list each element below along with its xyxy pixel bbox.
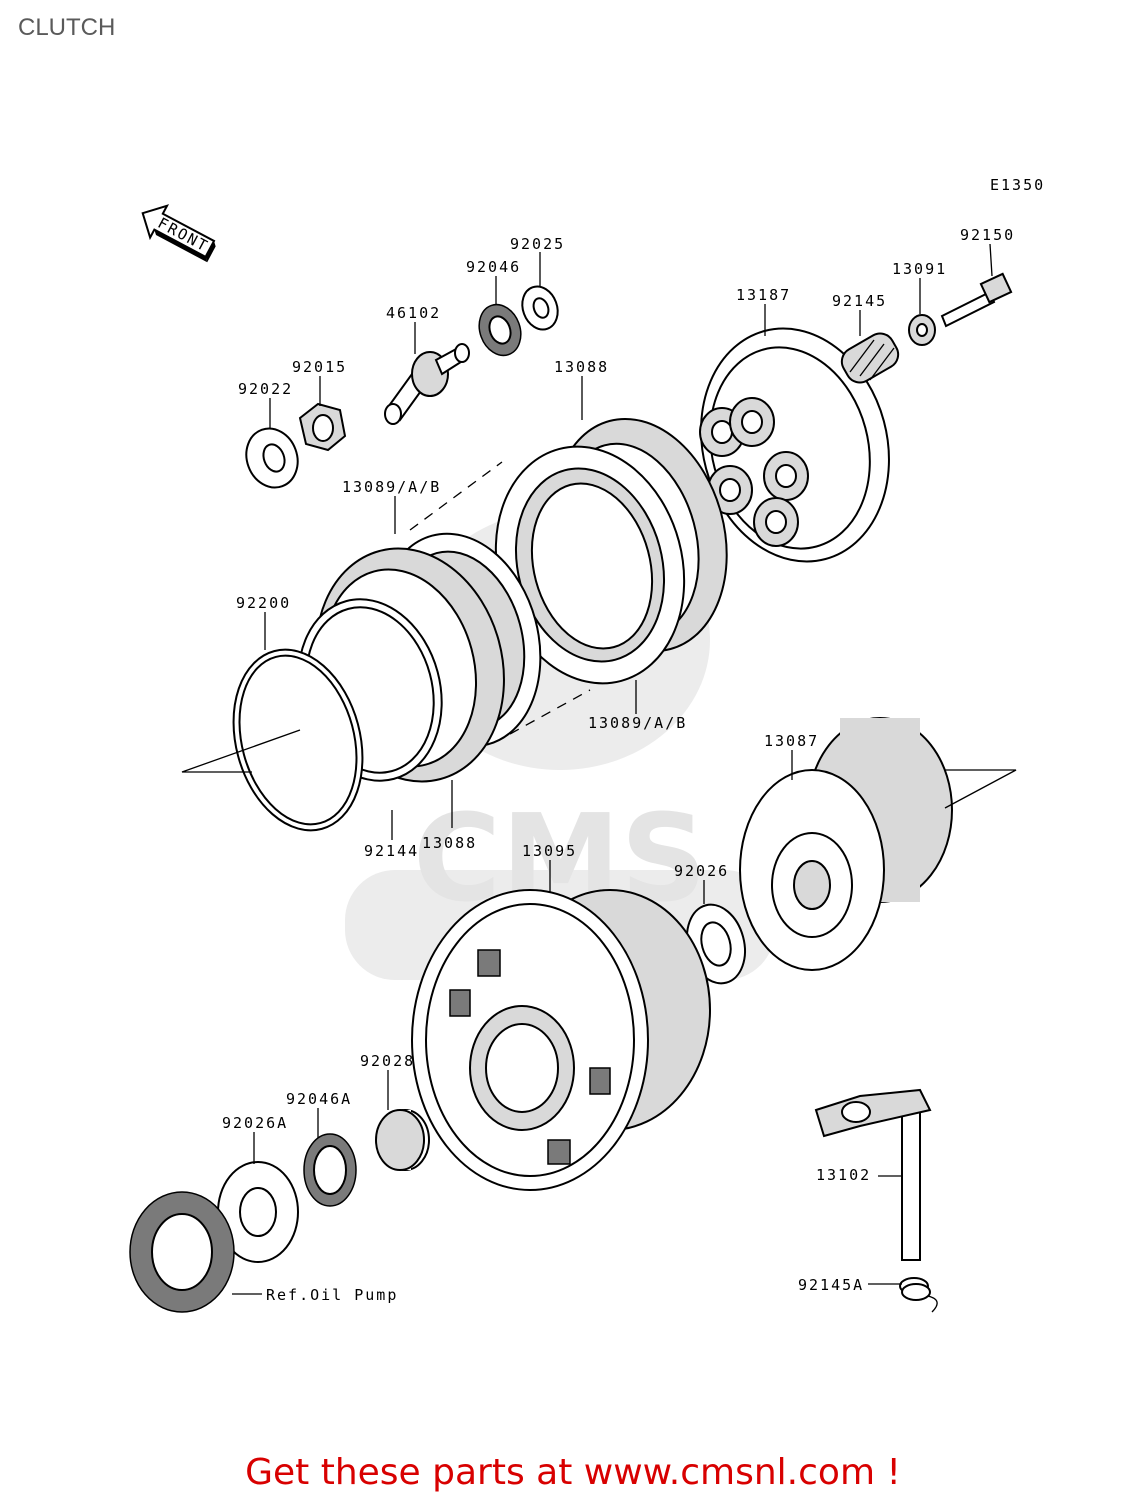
label-92046: 92046 xyxy=(466,258,521,276)
part-46102-pushrod xyxy=(384,343,470,425)
label-13102: 13102 xyxy=(816,1166,871,1184)
part-92028-collar xyxy=(375,1109,430,1171)
guide-line-1 xyxy=(409,461,503,531)
part-13091-retainer xyxy=(908,314,936,346)
label-92015: 92015 xyxy=(292,358,347,376)
guide-line-2 xyxy=(509,689,591,735)
label-13088-bottom: 13088 xyxy=(422,834,477,852)
label-92026: 92026 xyxy=(674,862,729,880)
part-92144-spring-plate xyxy=(297,598,443,782)
part-92145-spring xyxy=(840,332,900,384)
part-92145A-spring xyxy=(899,1277,938,1313)
label-92046A: 92046A xyxy=(286,1090,352,1108)
label-92025: 92025 xyxy=(510,235,565,253)
part-13187-pressure-plate xyxy=(699,327,890,563)
page-title: CLUTCH xyxy=(18,14,116,41)
part-92026A-washer xyxy=(217,1161,299,1263)
part-92046A-bearing xyxy=(303,1133,357,1207)
label-92026A: 92026A xyxy=(222,1114,288,1132)
label-92144: 92144 xyxy=(364,842,419,860)
part-oil-pump-gear xyxy=(129,1191,262,1313)
part-92022-washer xyxy=(245,427,299,489)
part-13095-clutch-housing xyxy=(411,889,711,1191)
part-92200-ring xyxy=(181,648,364,832)
label-92145A: 92145A xyxy=(798,1276,864,1294)
leader-lines xyxy=(253,243,993,1285)
label-92150: 92150 xyxy=(960,226,1015,244)
label-92200: 92200 xyxy=(236,594,291,612)
label-13095: 13095 xyxy=(522,842,577,860)
label-92022: 92022 xyxy=(238,380,293,398)
label-13088-top: 13088 xyxy=(554,358,609,376)
diagram-code: E1350 xyxy=(990,176,1045,194)
label-46102: 46102 xyxy=(386,304,441,322)
label-92145: 92145 xyxy=(832,292,887,310)
label-92028: 92028 xyxy=(360,1052,415,1070)
part-92025-washer xyxy=(521,285,559,331)
part-92046-bearing xyxy=(478,303,522,357)
label-13087: 13087 xyxy=(764,732,819,750)
label-13089-top: 13089/A/B xyxy=(342,478,441,496)
part-92150-bolt xyxy=(940,272,1013,328)
label-13089-bottom: 13089/A/B xyxy=(588,714,687,732)
label-ref-oil-pump: Ref.Oil Pump xyxy=(266,1286,398,1304)
part-92015-nut xyxy=(298,402,347,452)
part-13089-steel-plate-top xyxy=(494,445,686,685)
front-arrow-icon: FRONT xyxy=(141,204,216,263)
part-13087-clutch-hub xyxy=(739,717,1017,971)
label-13187: 13187 xyxy=(736,286,791,304)
part-13102-release-shaft xyxy=(814,1088,932,1261)
label-13091: 13091 xyxy=(892,260,947,278)
footer-link-text[interactable]: Get these parts at www.cmsnl.com ! xyxy=(245,1452,901,1493)
